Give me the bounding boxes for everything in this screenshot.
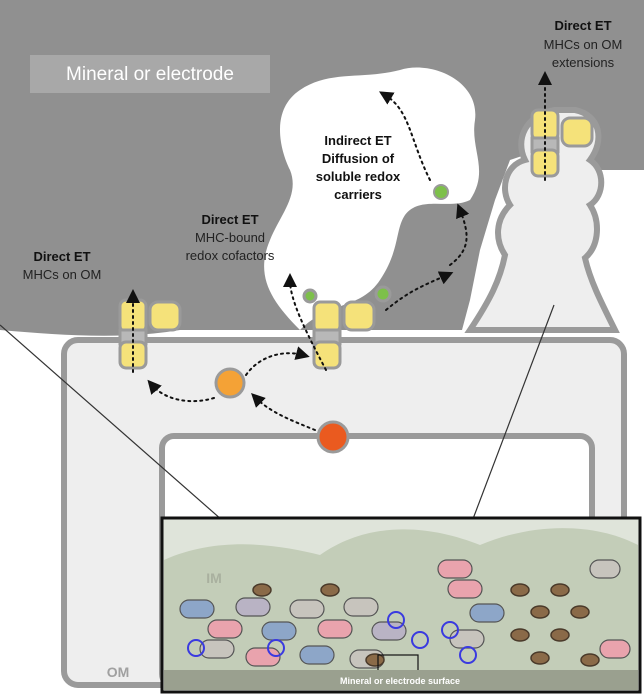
indirect-line2: soluble redox (316, 169, 401, 184)
indirect-line1: Diffusion of (322, 151, 395, 166)
periplasmic-carrier-orange (214, 367, 246, 399)
indirect-line3: carriers (334, 187, 382, 202)
direct-ext-line2: extensions (552, 55, 615, 70)
direct-ext-title: Direct ET (554, 18, 611, 33)
om-label: OM (107, 664, 130, 680)
mineral-label-box (30, 55, 270, 93)
mhc-cluster-cofactor (302, 285, 392, 370)
mineral-wave-left (0, 325, 300, 336)
direct-cofactor-line2: redox cofactors (186, 248, 275, 263)
im-label: IM (206, 570, 222, 586)
direct-cofactor-title: Direct ET (201, 212, 258, 227)
biofilm-inset: Mineral or electrode surface IM (160, 516, 642, 694)
direct-om-title: Direct ET (33, 249, 90, 264)
periplasmic-carrier-red (316, 420, 350, 454)
direct-cofactor-line1: MHC-bound (195, 230, 265, 245)
direct-om-line1: MHCs on OM (23, 267, 102, 282)
soluble-carrier (433, 184, 449, 200)
inset-surface-label: Mineral or electrode surface (340, 676, 460, 686)
direct-ext-line1: MHCs on OM (544, 37, 623, 52)
electron-paths (126, 71, 552, 431)
mineral-label: Mineral or electrode (66, 64, 234, 85)
mineral-pocket (264, 67, 480, 330)
indirect-title: Indirect ET (324, 133, 391, 148)
